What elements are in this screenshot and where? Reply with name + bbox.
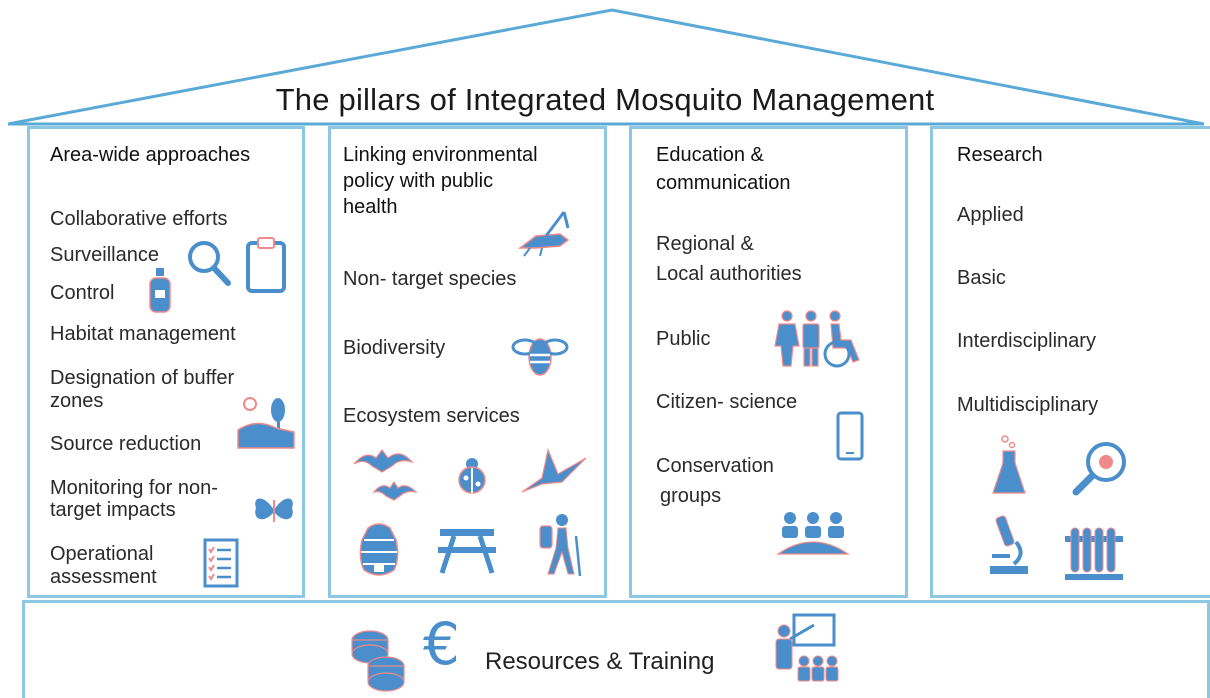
picnic-table-icon — [436, 525, 498, 575]
pillar-heading: Area-wide approaches — [50, 144, 251, 166]
clipboard-icon — [245, 235, 287, 295]
pillar-item: Designation of buffer — [50, 367, 235, 389]
pillar-item: Source reduction — [50, 433, 202, 455]
euro-icon: € — [423, 610, 460, 678]
ladybug-icon — [455, 456, 489, 494]
bats-icon — [352, 444, 418, 504]
pillar-item: Monitoring for non- — [50, 477, 218, 499]
spray-can-icon — [148, 266, 172, 314]
pillar-item: target impacts — [50, 499, 176, 521]
pillar-area-wide — [27, 126, 305, 598]
teacher-icon — [772, 613, 839, 687]
pillar-item: Non- target species — [343, 268, 517, 290]
coins-icon — [350, 628, 408, 692]
pillar-heading-line: Education & — [656, 144, 764, 166]
beehive-icon — [354, 520, 404, 580]
bug-magnifier-icon — [1070, 440, 1130, 496]
pillar-item: zones — [50, 390, 104, 412]
pillar-item: Interdisciplinary — [957, 330, 1096, 352]
pillar-item: Biodiversity — [343, 337, 446, 359]
flask-icon — [992, 433, 1026, 497]
pillar-item: Habitat management — [50, 323, 236, 345]
pillar-heading-line: health — [343, 196, 398, 218]
pillar-education — [629, 126, 908, 598]
pillar-item: assessment — [50, 566, 157, 588]
pillar-item: Multidisciplinary — [957, 394, 1099, 416]
pillar-item: Conservation — [656, 455, 774, 477]
pillar-item: Public — [656, 328, 711, 350]
hiker-icon — [530, 512, 584, 578]
magnifier-icon — [184, 237, 232, 287]
people-icon — [774, 310, 871, 368]
hummingbird-icon — [518, 444, 588, 494]
smartphone-icon — [836, 411, 864, 461]
landscape-icon — [236, 392, 296, 450]
pillar-item: Collaborative efforts — [50, 208, 228, 230]
pillar-research — [930, 126, 1210, 598]
meeting-icon — [776, 510, 850, 556]
pillar-item: Operational — [50, 543, 154, 565]
pillar-item: Basic — [957, 267, 1006, 289]
test-tubes-icon — [1063, 526, 1125, 582]
butterfly-icon — [252, 494, 296, 526]
pillar-heading-line: communication — [656, 172, 791, 194]
bee-icon — [511, 329, 569, 379]
base-label: Resources & Training — [485, 648, 715, 675]
pillar-item: groups — [660, 485, 722, 507]
pillar-item: Regional & — [656, 233, 754, 255]
diagram-title: The pillars of Integrated Mosquito Manag… — [275, 82, 935, 117]
checklist-icon — [203, 538, 239, 588]
pillar-item: Applied — [957, 204, 1024, 226]
pillar-heading-line: policy with public — [343, 170, 494, 192]
pillar-heading-line: Linking environmental — [343, 144, 538, 166]
pillar-item: Control — [50, 282, 115, 304]
pillar-item: Citizen- science — [656, 391, 798, 413]
pillar-heading: Research — [957, 144, 1043, 166]
pillar-item: Surveillance — [50, 244, 159, 266]
pillar-item: Ecosystem services — [343, 405, 520, 427]
microscope-icon — [986, 514, 1030, 578]
grasshopper-icon — [516, 208, 574, 258]
base-foundation — [22, 600, 1210, 698]
pillar-item: Local authorities — [656, 263, 802, 285]
